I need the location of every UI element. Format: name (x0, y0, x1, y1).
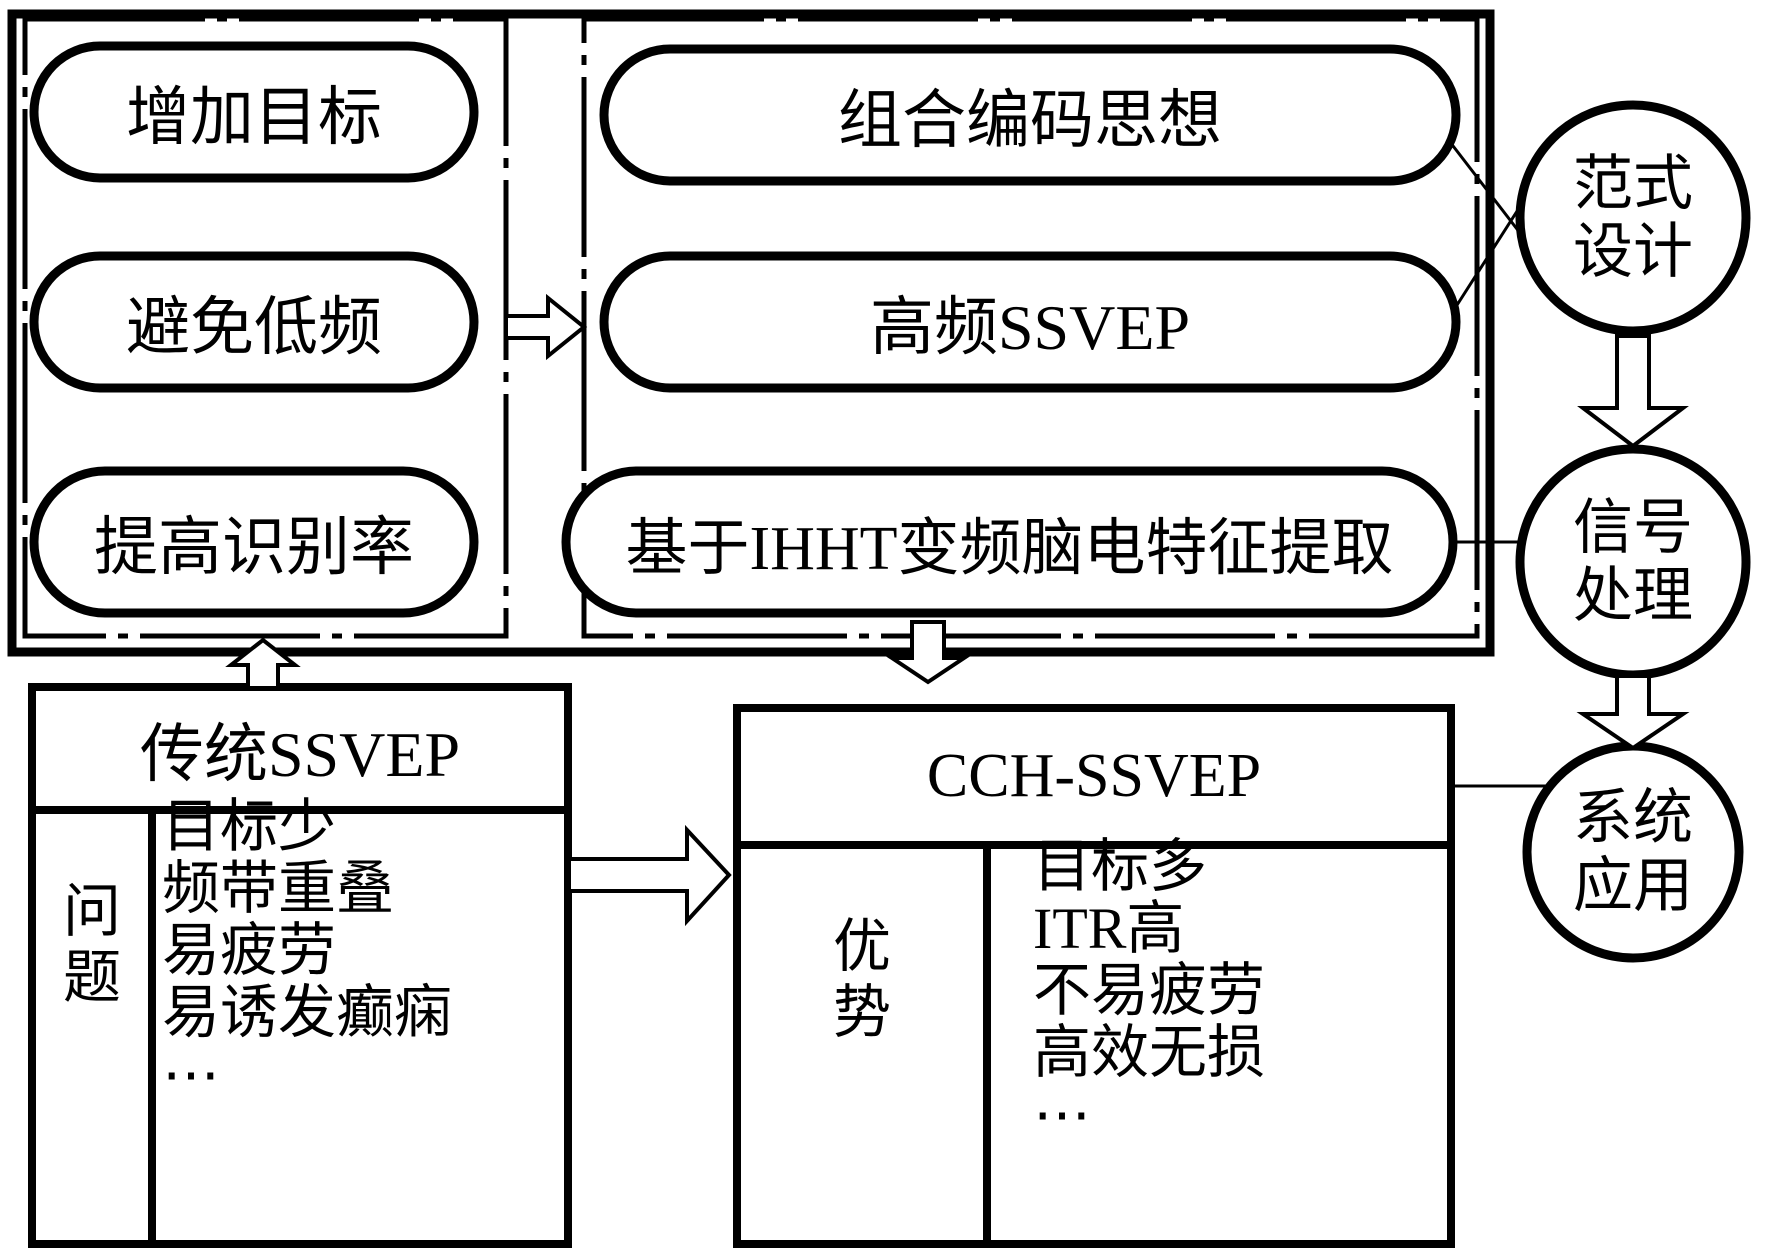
list-item-ellipsis: ⋯ (1033, 1082, 1091, 1147)
arrow-traditional-to-cch-icon (567, 824, 732, 927)
arrow-signal-to-system-icon (1576, 674, 1690, 751)
stadium-ihht-feature-extraction (561, 466, 1458, 618)
outer-frame (7, 9, 1495, 657)
cch-column-char1: 优 (832, 914, 891, 979)
system-application-label: 系统 应用 (1527, 746, 1739, 958)
list-item: ITR高 (1033, 896, 1185, 961)
paradigm-design-line2: 设计 (1573, 219, 1693, 285)
stadium-increase-targets (29, 41, 479, 183)
cch-advantage-list: 目标多 ITR高 不易疲劳 高效无损 ⋯ (1033, 836, 1265, 1146)
signal-processing-label: 信号 处理 (1520, 449, 1746, 675)
signal-processing-line2: 处理 (1573, 563, 1693, 629)
cch-ssvep-title: CCH-SSVEP (926, 742, 1262, 810)
arrow-avoidlowfreq-to-highfreq-icon (504, 293, 588, 361)
traditional-ssvep-title: 传统SSVEP (139, 718, 461, 790)
signal-processing-line1: 信号 (1573, 495, 1693, 561)
paradigm-design-line1: 范式 (1573, 151, 1693, 217)
system-application-line1: 系统 (1573, 785, 1693, 851)
paradigm-design-label: 范式 设计 (1520, 105, 1746, 331)
stadium-combined-coding (599, 44, 1461, 186)
traditional-column-char1: 问 (62, 879, 121, 944)
stadium-increase-targets-label: 增加目标 (126, 82, 382, 153)
traditional-column-char2: 题 (62, 945, 121, 1010)
list-item: 易诱发癫痫 (162, 980, 453, 1045)
list-item: 高效无损 (1033, 1020, 1266, 1085)
cch-column-char2: 势 (832, 980, 891, 1045)
list-item: 不易疲劳 (1033, 958, 1266, 1023)
stadium-highfreq-ssvep (599, 251, 1461, 393)
list-item: 目标少 (162, 794, 337, 859)
traditional-column-label: 问 题 (32, 820, 152, 1070)
stadium-improve-recognition-label: 提高识别率 (94, 512, 414, 583)
paradigm-design-circle (1515, 100, 1751, 336)
system-application-line2: 应用 (1573, 853, 1693, 919)
stadium-ihht-feature-extraction-label: 基于IHHT变频脑电特征提取 (625, 515, 1394, 583)
list-item: 易疲劳 (162, 918, 337, 983)
traditional-ssvep-box (28, 683, 572, 1248)
stadium-improve-recognition (29, 466, 479, 618)
cch-column-label: 优 势 (737, 855, 987, 1105)
arrow-methods-to-cch-icon (885, 620, 971, 685)
arrow-paradigm-to-signal-icon (1577, 334, 1689, 449)
list-item: 频带重叠 (162, 856, 395, 921)
stadium-highfreq-ssvep-label: 高频SSVEP (869, 292, 1191, 363)
stadium-avoid-lowfreq (29, 251, 479, 393)
traditional-problem-list: 目标少 频带重叠 易疲劳 易诱发癫痫 ⋯ (162, 796, 452, 1106)
stadium-avoid-lowfreq-label: 避免低频 (126, 292, 382, 363)
list-item-ellipsis: ⋯ (162, 1042, 220, 1107)
cch-ssvep-box (733, 704, 1455, 1248)
arrow-traditional-to-goals-icon (225, 637, 301, 690)
list-item: 目标多 (1033, 834, 1208, 899)
stadium-combined-coding-label: 组合编码思想 (838, 85, 1222, 156)
